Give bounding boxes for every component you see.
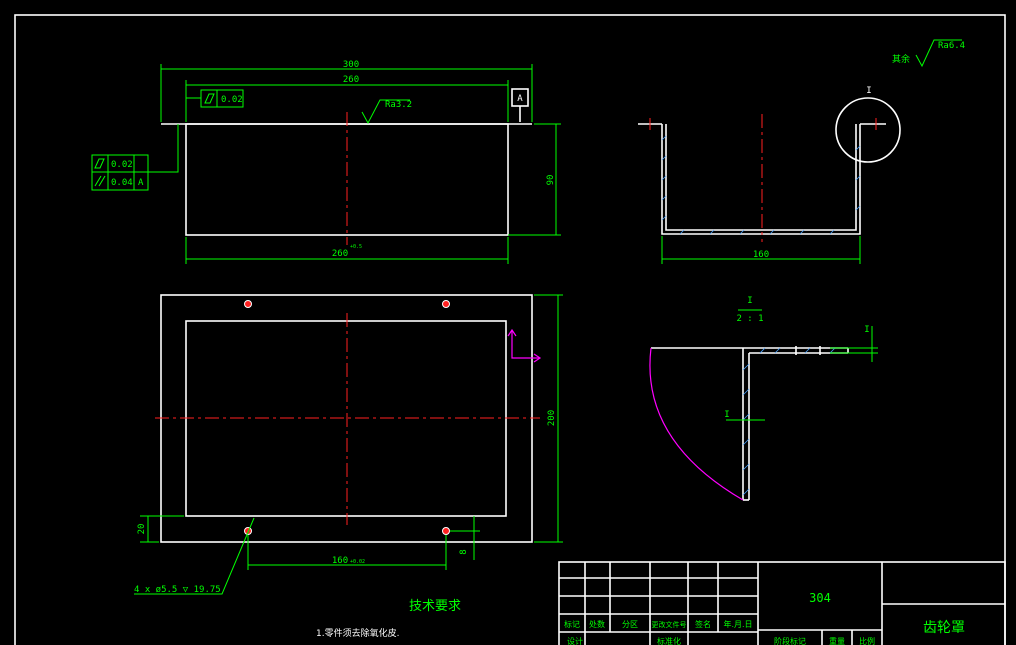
datum-top-text: A (517, 94, 523, 104)
side-section-hatch (661, 135, 861, 235)
hole-top-right (442, 300, 450, 308)
roughness-corner-text: Ra6.4 (938, 41, 965, 51)
drawing-border (14, 14, 1006, 645)
dim-200-text: 200 (547, 410, 557, 426)
dim-90-text: 90 (546, 175, 556, 186)
front-view: 300 260 0.02 Ra3.2 A 90 260 +0.5 (91, 60, 561, 264)
flatness-leader-top (185, 97, 201, 122)
ucs-icon (511, 330, 540, 359)
tb-label-date: 年.月.日 (723, 619, 752, 629)
roughness-rest-label: 其余 (892, 53, 910, 65)
gdt-leader-left (148, 124, 179, 173)
tb-label-count: 处数 (589, 619, 605, 629)
top-view: 200 20 160 +0.02 8 4 x ø5.5 ▽ 19.75 (134, 294, 563, 595)
dim-260b-tol: +0.5 (350, 244, 362, 250)
flatness-left-value: 0.02 (111, 160, 133, 170)
roughness-symbol-corner (915, 39, 962, 68)
tb-grid (559, 562, 853, 645)
tb-material: 304 (809, 591, 831, 605)
ucs-arrow-x (533, 353, 542, 363)
parallel-symbol-a (94, 175, 102, 187)
roughness-top-text: Ra3.2 (385, 100, 412, 110)
hole-bottom-right (442, 527, 450, 535)
detail-mark-a: I (864, 325, 869, 335)
detail-scale: 2 : 1 (736, 314, 763, 324)
side-section-view: I 160 其余 Ra6.4 (638, 39, 965, 264)
detail-mark-b: I (724, 410, 729, 420)
tb-label-mark: 标记 (564, 619, 580, 629)
tb-label-std: 标准化 (657, 636, 681, 645)
tb-label-zone: 分区 (622, 620, 638, 629)
detail-title: I (747, 296, 752, 306)
detail-callout-label: I (866, 86, 871, 96)
tb-label-design: 设计 (567, 636, 583, 645)
parallel-symbol-b (98, 175, 106, 187)
hole-top-left (244, 300, 252, 308)
tb-label-weight: 重量 (829, 636, 845, 645)
dim-160h-tol: +0.02 (350, 559, 365, 565)
tb-label-doc: 更改文件号 (652, 620, 687, 629)
tech-req-item-1: 1.零件须去除氧化皮. (316, 627, 399, 639)
dim-20-text: 20 (137, 524, 147, 535)
dim-8-text: 8 (459, 549, 469, 554)
detail-hatch (742, 347, 836, 496)
title-block: 标记 处数 分区 更改文件号 签名 年.月.日 设计 标准化 阶段标记 重量 比… (558, 561, 1006, 645)
tb-part-name: 齿轮罩 (923, 620, 965, 636)
dim-160-text: 160 (753, 250, 769, 260)
dim-260-text: 260 (343, 75, 359, 85)
tb-label-ratio: 比例 (859, 636, 875, 645)
roughness-symbol-top (361, 99, 410, 125)
tb-label-sign: 签名 (695, 619, 711, 629)
title-block-frame (558, 561, 1006, 645)
flatness-top-value: 0.02 (221, 95, 243, 105)
side-section-inner (665, 124, 857, 231)
detail-callout-circle (835, 97, 901, 163)
detail-break-curve (649, 347, 744, 501)
holes-callout-text: 4 x ø5.5 ▽ 19.75 (134, 585, 221, 595)
datum-left-text: A (138, 178, 144, 188)
side-section-outer (661, 124, 861, 235)
ucs-arrow-y (507, 328, 517, 337)
tech-req-title: 技术要求 (409, 599, 461, 614)
detail-view: I 2 : 1 I I (649, 296, 878, 501)
parallel-left-value: 0.04 (111, 178, 133, 188)
dim-260b-text: 260 (332, 249, 348, 259)
dim-160h-text: 160 (332, 556, 348, 566)
holes-leader (134, 517, 255, 595)
dim-300-text: 300 (343, 60, 359, 70)
flatness-symbol-left (94, 158, 105, 169)
flatness-symbol-top (204, 93, 215, 104)
tb-label-stage: 阶段标记 (774, 636, 806, 645)
flatness-frame-top (200, 89, 244, 108)
